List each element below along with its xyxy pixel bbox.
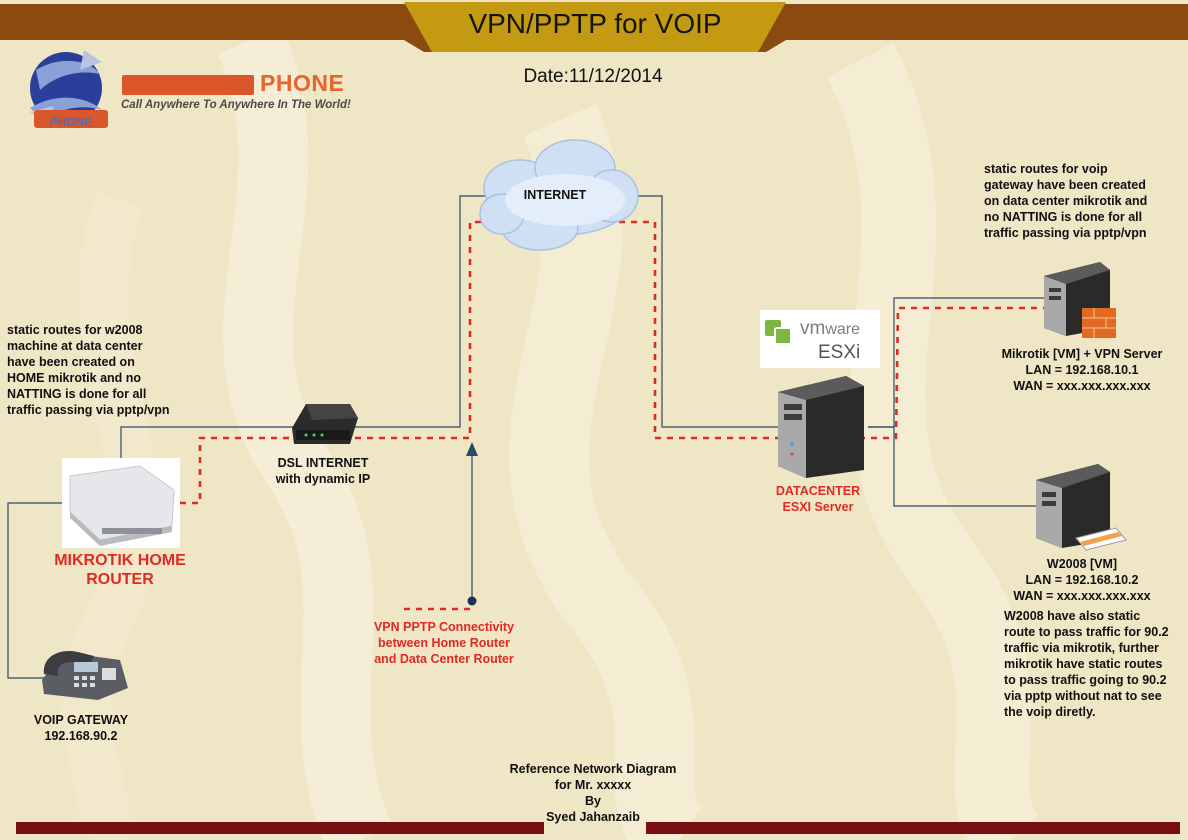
svg-text:vmware: vmware: [800, 318, 860, 339]
link-dsl-internet: [350, 195, 492, 428]
physical-links: [7, 195, 1044, 679]
page-title: VPN/PPTP for VOIP: [468, 8, 722, 39]
logo-badge-text: PHONE: [50, 115, 93, 129]
link-datacenter-w2008: [868, 426, 1038, 507]
logo-brand-text: PHONE: [260, 70, 345, 96]
link-router-voip: [7, 502, 62, 679]
firewall-icon: [1082, 308, 1116, 338]
diagram-date: Date:11/12/2014: [523, 66, 663, 87]
documents-icon: [1075, 527, 1127, 551]
header-banner: [0, 2, 1188, 52]
logo-tagline: Call Anywhere To Anywhere In The World!: [121, 99, 351, 111]
vmware-ware-text: ware: [824, 321, 860, 338]
link-internet-datacenter: [626, 195, 782, 428]
logo-redacted-bar: [122, 74, 254, 95]
legend-arrow: [466, 442, 478, 606]
globe-logo-icon: PHONE: [30, 50, 108, 129]
vmware-vm-text: vm: [800, 318, 825, 339]
esxi-text: ESXi: [818, 342, 860, 363]
logo-brand: PHONE: [122, 70, 344, 97]
link-router-dsl: [120, 426, 300, 460]
internet-label: INTERNET: [524, 188, 587, 202]
